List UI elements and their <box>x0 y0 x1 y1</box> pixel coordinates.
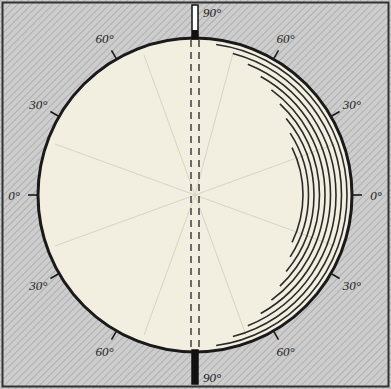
faint-line <box>55 144 195 195</box>
degree-tick <box>112 50 117 58</box>
faint-line <box>144 195 195 335</box>
degree-label: 30° <box>343 98 361 111</box>
shading-arc <box>286 119 314 272</box>
degree-tick <box>274 332 279 340</box>
degree-tick <box>112 332 117 340</box>
degree-label: 60° <box>95 345 113 358</box>
degree-label: 30° <box>29 279 47 292</box>
shading-arc <box>233 53 342 336</box>
degree-tick <box>50 274 58 279</box>
faint-line <box>144 55 195 195</box>
shading-arc <box>216 44 347 345</box>
axis-spindle <box>192 30 198 39</box>
shading-arc <box>292 148 303 243</box>
faint-lines <box>55 51 335 335</box>
degree-tick <box>50 112 58 117</box>
faint-line <box>55 195 195 246</box>
degree-label: 90° <box>203 6 221 19</box>
degree-label: 60° <box>276 345 294 358</box>
degree-ticks <box>28 50 362 339</box>
globe-disc <box>38 38 352 352</box>
degree-tick <box>28 194 37 196</box>
degree-label: 0° <box>8 189 20 202</box>
frame-border <box>3 3 389 387</box>
degree-tick <box>274 50 279 58</box>
degree-label: 60° <box>276 32 294 45</box>
axis-spindle <box>192 350 198 384</box>
degree-label: 0° <box>370 189 382 202</box>
degree-label: 60° <box>95 32 113 45</box>
shading-arcs <box>216 44 347 345</box>
axis-spindle <box>192 5 198 39</box>
degree-label: 30° <box>343 279 361 292</box>
shading-arc <box>248 64 336 325</box>
degree-tick <box>332 112 340 117</box>
axis-dashed-line <box>190 40 191 350</box>
degree-label: 30° <box>29 98 47 111</box>
shading-arc <box>290 133 308 257</box>
degree-label: 90° <box>203 371 221 384</box>
faint-line <box>195 195 246 335</box>
shading-arc <box>280 104 320 286</box>
axis-dashed-line <box>198 40 199 350</box>
shading-arc <box>271 90 325 300</box>
degree-tick <box>353 194 362 196</box>
faint-line <box>195 51 234 195</box>
degree-tick <box>332 274 340 279</box>
shading-arc <box>261 76 331 313</box>
